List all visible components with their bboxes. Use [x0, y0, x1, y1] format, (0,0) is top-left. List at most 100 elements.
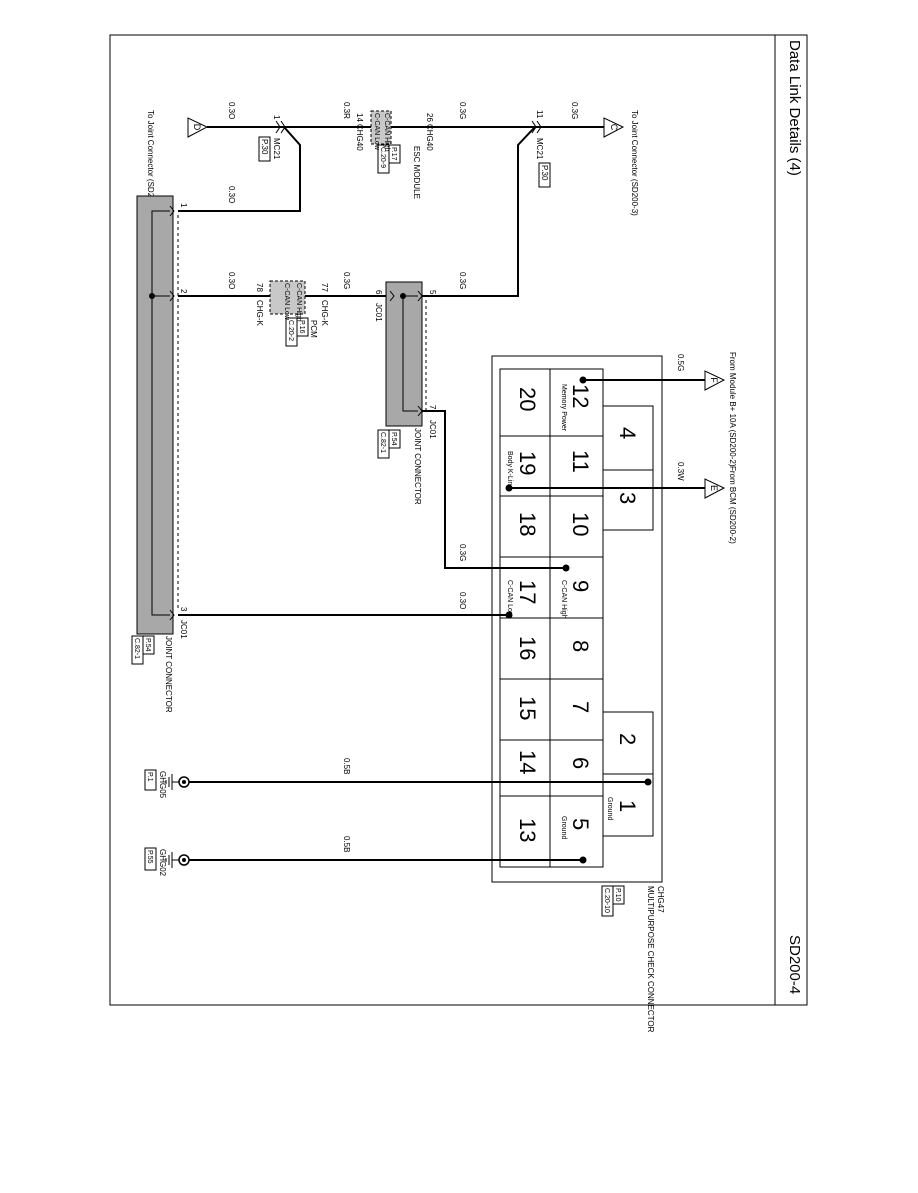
- connector-triangle-f: [704, 370, 726, 391]
- joint-small-ref-page: P.54: [390, 432, 397, 446]
- check-cell-15: 15: [515, 696, 540, 720]
- check-cell-13: 13: [515, 818, 540, 842]
- check-grid-rows: [500, 435, 603, 797]
- pcm-ref-code-box: [285, 317, 298, 347]
- joint-small-dot: [400, 293, 406, 299]
- connector-triangle-c: [603, 117, 625, 138]
- wire-label: 0.3O: [227, 272, 236, 289]
- wire-label: 0.3O: [458, 592, 467, 609]
- ground-symbol-2: [165, 852, 190, 868]
- joint-small-pin-7: 7: [428, 405, 437, 410]
- joint-connector-small-bus: [402, 295, 418, 412]
- wire-label: 0.3R: [342, 102, 351, 119]
- wire-label: 0.5G: [676, 354, 685, 371]
- mc21-right-ref: P.30: [540, 165, 549, 181]
- check-cell-5-label: Ground: [560, 816, 567, 839]
- check-cell-19-label: Body K-Line: [506, 451, 513, 489]
- wire-label: 0.3O: [227, 102, 236, 119]
- ground-2-ref: P.55: [146, 850, 153, 864]
- mc21-right-ref-box: [538, 162, 551, 188]
- wire-label: 0.5B: [342, 758, 351, 774]
- pcm-ref-code: C.20-2: [287, 320, 294, 341]
- joint-small-pin-5: 5: [428, 290, 437, 295]
- check-cell-2: 2: [615, 733, 640, 745]
- check-connector-id: CHG47: [656, 886, 665, 913]
- connector-e-label: From BCM (SD200-2): [728, 466, 737, 544]
- check-cell-10: 10: [568, 512, 593, 536]
- connector-f-label: From Module B+ 10A (SD200-2): [728, 352, 737, 467]
- ground-2-name: GHG02: [158, 849, 167, 877]
- check-cell-6: 6: [568, 757, 593, 769]
- check-cell-8: 8: [568, 640, 593, 652]
- joint-large-dot: [149, 293, 155, 299]
- check-cell-16: 16: [515, 636, 540, 660]
- wire-label: 0.3W: [676, 462, 685, 481]
- joint-large-ref-code: C.82-1: [133, 638, 140, 659]
- joint-small-ref-code-box: [377, 429, 390, 459]
- pcm-pin-low: 78: [255, 283, 264, 292]
- mc21-left-ref-box: [258, 136, 271, 162]
- connector-d-label: To Joint Connector (SD200-3): [146, 110, 155, 216]
- page-frame: [109, 34, 808, 1006]
- ground-1-ref-box: [144, 769, 157, 791]
- wire-label: 0.3G: [342, 272, 351, 289]
- wire-label: 0.3O: [227, 186, 236, 203]
- joint-small-name: JOINT CONNECTOR: [413, 428, 422, 505]
- wire-label: 0.3G: [458, 272, 467, 289]
- check-cell-1: 1: [615, 800, 640, 812]
- esc-pin-high: 26: [425, 113, 434, 122]
- check-cell-11: 11: [568, 450, 593, 473]
- check-cell-4: 4: [615, 427, 640, 439]
- esc-pin-low: 14: [355, 113, 364, 122]
- ground-1-ref: P.1: [146, 772, 153, 782]
- wire-joint-pin7-to-pin9: [422, 410, 566, 569]
- esc-ref-page: P.17: [390, 147, 397, 161]
- esc-conn-low: CHG40: [355, 124, 364, 151]
- wire-label: 0.3G: [570, 102, 579, 119]
- ground-2-ref-box: [144, 847, 157, 871]
- wire-label: 0.5B: [342, 836, 351, 852]
- mc21-right-pin: 11: [535, 110, 544, 119]
- pcm-label-high: C-CAN High: [295, 283, 302, 322]
- check-cell-19: 19: [515, 451, 540, 475]
- joint-connector-large-body: [136, 195, 174, 635]
- esc-conn-high: CHG40: [425, 124, 434, 151]
- check-cell-17-label: C-CAN Low: [506, 580, 513, 618]
- connector-f-letter: F: [709, 377, 719, 383]
- connector-triangle-d: [187, 117, 209, 138]
- check-cell-14: 14: [515, 750, 540, 774]
- pcm-label-low: C-CAN Low: [283, 283, 290, 321]
- esc-module-box: [370, 110, 392, 145]
- ground-symbol-1: [165, 774, 190, 790]
- joint-small-pin-6: 6: [374, 290, 383, 295]
- connector-c-label: To Joint Connector (SD200-3): [630, 110, 639, 216]
- joint-large-ref-code-box: [131, 635, 144, 665]
- joint-large-ref-page: P.54: [144, 638, 151, 652]
- pcm-conn-low: CHG-K: [255, 300, 264, 326]
- pcm-ref-page: P.16: [298, 320, 305, 334]
- ground-1-name: GHG05: [158, 771, 167, 799]
- check-cell-12-label: Memory Power: [560, 384, 567, 432]
- wire-mc21-to-joint-pin5: [422, 126, 536, 297]
- wire-label: 0.3G: [458, 102, 467, 119]
- joint-small-ref-code: C.82-1: [379, 432, 386, 453]
- joint-large-pin-3: 3: [179, 607, 188, 612]
- check-cell-7: 7: [568, 701, 593, 713]
- connector-c-letter: C: [609, 124, 619, 131]
- check-cell-17: 17: [515, 580, 540, 604]
- mc21-left-pin: 1: [272, 115, 281, 120]
- mc21-left-chevron: [275, 120, 286, 134]
- check-cell-3: 3: [615, 492, 640, 504]
- joint-large-name: JOINT CONNECTOR: [164, 636, 173, 713]
- joint-connector-small-body: [385, 281, 423, 427]
- joint-small-chevrons: [389, 290, 423, 417]
- pcm-conn-high: CHG-K: [320, 300, 329, 326]
- mc21-left-name: MC21: [272, 138, 281, 160]
- esc-ref-code-box: [377, 144, 390, 174]
- check-cell-5: 5: [568, 818, 593, 830]
- check-cell-12: 12: [568, 384, 593, 408]
- connector-e-letter: E: [709, 485, 719, 491]
- check-tab-4-3: [602, 405, 654, 531]
- splice-dot: [579, 856, 587, 864]
